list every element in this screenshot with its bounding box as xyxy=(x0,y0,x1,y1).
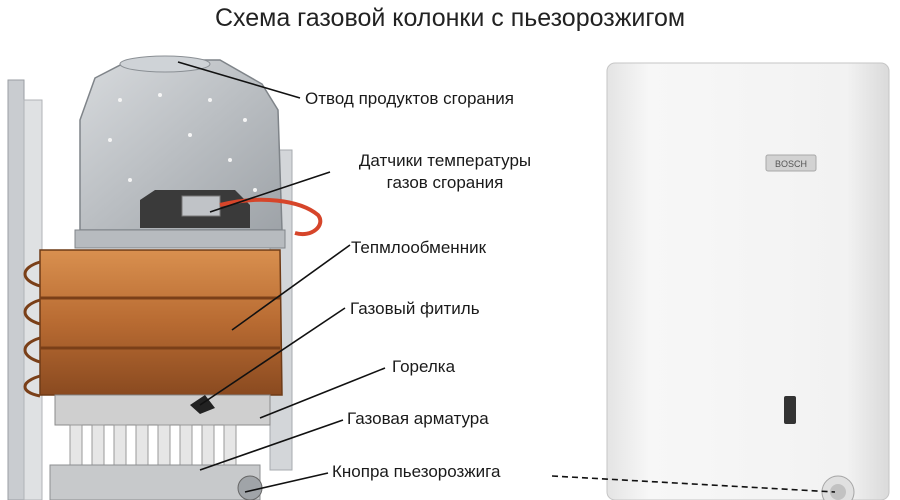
heater-cutaway xyxy=(7,55,323,500)
valve-knob xyxy=(237,475,263,500)
burner-plate xyxy=(54,394,271,426)
brand-badge-bg xyxy=(765,154,817,172)
leader-heat-exchanger xyxy=(231,244,351,331)
piezo-knob-inner xyxy=(830,484,846,500)
exchanger-coils xyxy=(23,260,280,398)
heater-closed-unit xyxy=(606,62,890,500)
gas-valve-body xyxy=(49,464,261,500)
label-temp-sensors-line2: газов сгорания xyxy=(386,173,504,192)
label-temp-sensors-line1: Датчики температуры xyxy=(358,151,532,170)
label-exhaust: Отвод продуктов сгорания xyxy=(305,89,514,108)
leader-piezo-right xyxy=(551,475,836,493)
leader-pilot xyxy=(199,307,346,406)
leader-gas-valve xyxy=(199,419,344,471)
leader-temp-sensors xyxy=(209,171,331,213)
flue-outlet xyxy=(119,55,211,73)
leader-lines xyxy=(177,61,836,493)
label-pilot: Газовый фитиль xyxy=(350,299,480,318)
label-piezo-button: Кнопра пьезорозжига xyxy=(332,462,501,481)
pilot-flame xyxy=(190,395,215,414)
brand-badge-text: BOSCH xyxy=(775,159,807,169)
hood-rivets xyxy=(108,93,257,192)
label-temp-sensors: Датчики температуры газов сгорания xyxy=(330,150,560,194)
heat-exchanger xyxy=(39,249,283,396)
frame-left xyxy=(7,79,25,500)
temp-sensor xyxy=(181,195,221,217)
label-burner: Горелка xyxy=(392,357,456,376)
leader-burner xyxy=(259,367,386,419)
burner-tubes xyxy=(69,424,237,466)
leader-piezo xyxy=(244,472,329,493)
leader-exhaust xyxy=(177,61,301,99)
label-heat-exchanger: Тепмлообменник xyxy=(351,238,487,257)
sensor-red-wire xyxy=(219,197,323,237)
diagram-title: Схема газовой колонки с пьезорозжигом xyxy=(214,4,686,32)
label-gas-valve: Газовая арматура xyxy=(347,409,489,428)
heater-casing xyxy=(606,62,890,500)
indicator-window xyxy=(784,396,796,424)
exchanger-top-plate xyxy=(74,229,286,249)
